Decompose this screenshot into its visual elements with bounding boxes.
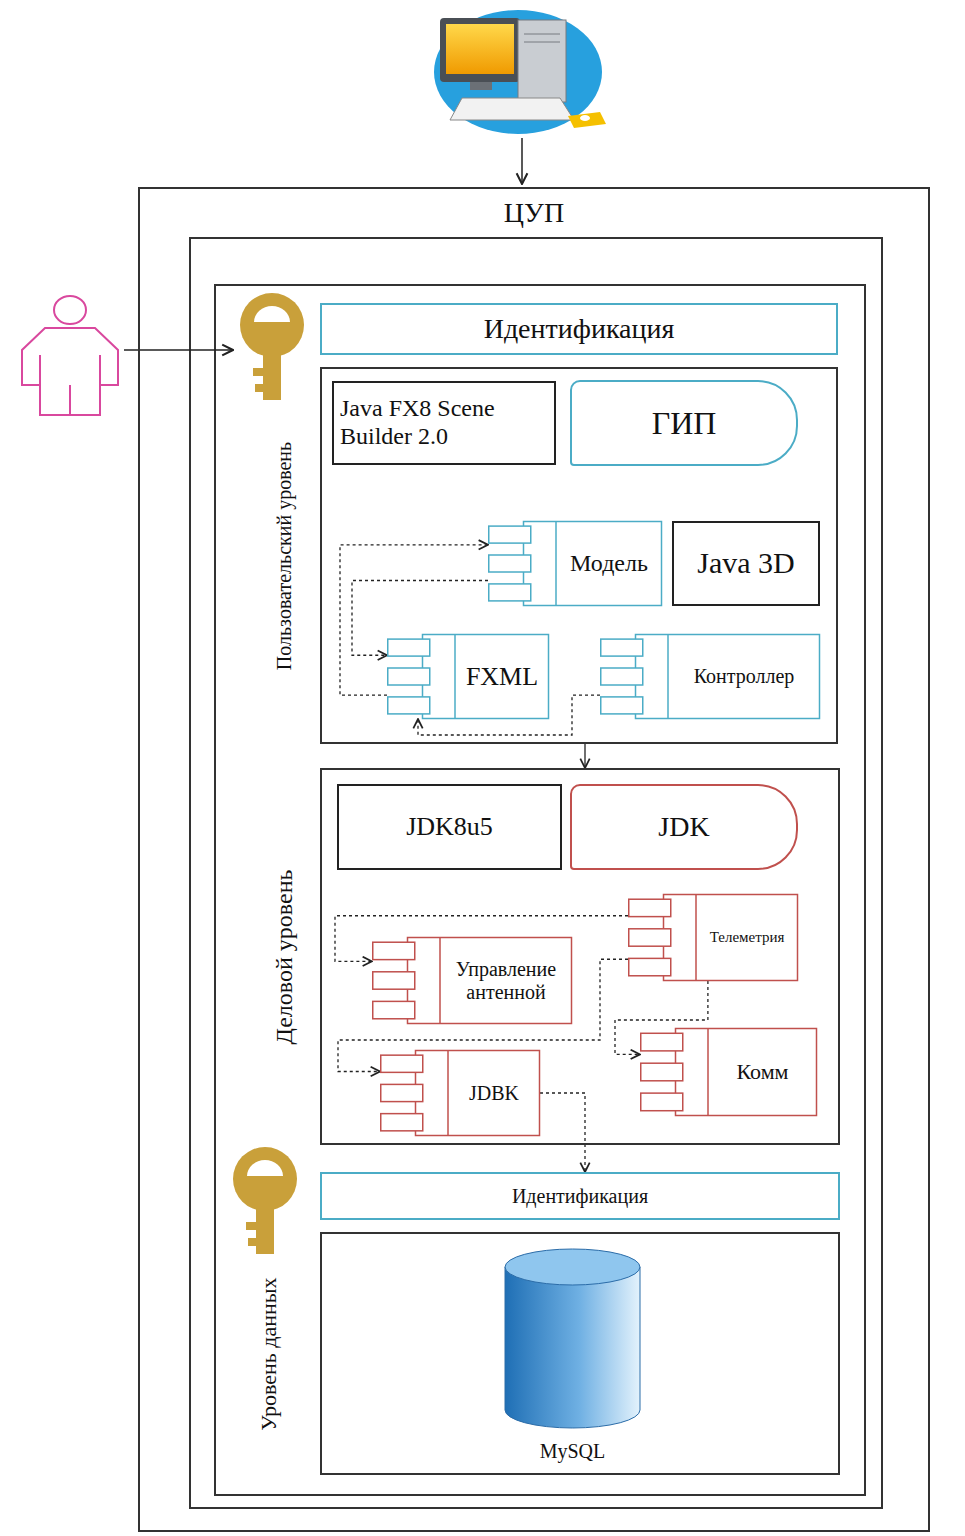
node-label: Контроллер [694, 665, 795, 688]
tech-box: Java 3D [672, 521, 820, 606]
component-box: JDBK [380, 1050, 540, 1136]
tech-box: JDK8u5 [337, 784, 562, 870]
node-label: JDK [658, 811, 709, 843]
group-box: JDK [570, 784, 798, 870]
node-label: Java FX8 Scene Builder 2.0 [340, 395, 548, 450]
layer-label: Уровень данных [253, 1234, 283, 1473]
auth-bar: Идентификация [320, 303, 838, 355]
inner-frame [190, 238, 882, 1508]
auth-bar: Идентификация [320, 1172, 840, 1220]
node-label: Телеметрия [710, 929, 785, 946]
key-icon [240, 293, 304, 400]
group-box: ГИП [570, 380, 798, 466]
layer-box: MySQLУровень данных [320, 1232, 840, 1475]
component-box: Управление антенной [372, 937, 572, 1024]
node-label: MySQL [540, 1440, 606, 1467]
node-label: Java 3D [697, 546, 794, 581]
layer-label: Деловой уровень [268, 770, 298, 1143]
inner-frame [215, 285, 865, 1495]
node-label: FXML [466, 662, 538, 692]
node-label: Идентификация [512, 1185, 648, 1208]
computer-icon [434, 10, 606, 134]
node-label: Модель [570, 550, 648, 578]
node-label: Идентификация [484, 313, 675, 345]
node-label: Управление антенной [444, 958, 568, 1004]
layer-box: JDK8u5 JDK Управление антенной ТелеметрияJD… [320, 768, 840, 1145]
component-box: Комм [640, 1028, 817, 1116]
node-label: JDBK [469, 1082, 519, 1105]
layer-box: Java FX8 Scene Builder 2.0 ГИП Модель Java … [320, 367, 838, 744]
system-frame: ИдентификацияJava FX8 Scene Builder 2.0Г… [138, 187, 930, 1532]
component-symbol [640, 1028, 817, 1116]
system-title: ЦУП [504, 197, 564, 229]
access-arrow [521, 138, 523, 184]
component-box: Телеметрия [628, 894, 798, 981]
layer-label: Пользовательский уровень [268, 369, 298, 742]
dependency-arrow [584, 744, 585, 768]
node-label: JDK8u5 [406, 812, 493, 842]
database-symbol [495, 1245, 650, 1435]
login-arrow [124, 349, 233, 351]
dependency-arrow [540, 1093, 585, 1172]
database-cylinder: MySQL [495, 1245, 650, 1467]
component-box: FXML [387, 634, 549, 719]
node-label: ГИП [652, 405, 717, 442]
node-label: Комм [736, 1059, 788, 1084]
user-figure [22, 296, 118, 415]
component-box: Контроллер [600, 634, 820, 719]
key-icon [233, 1147, 297, 1254]
component-box: Модель [488, 521, 662, 606]
tech-box: Java FX8 Scene Builder 2.0 [332, 381, 556, 465]
